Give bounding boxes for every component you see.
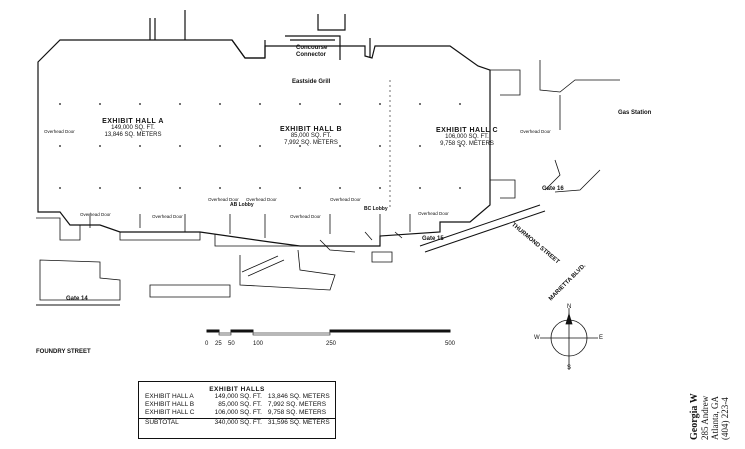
address-block: Georgia W 285 Andrew Atlanta, GA (404) 2… bbox=[689, 393, 730, 440]
gate-15-label: Gate 15 bbox=[422, 236, 444, 242]
lower-wall bbox=[36, 214, 411, 253]
table-row: EXHIBIT HALL C 106,000 SQ. FT. 9,758 SQ.… bbox=[145, 409, 327, 416]
bc-lobby-label: BC Lobby bbox=[364, 206, 388, 212]
eastside-grill-label: Eastside Grill bbox=[292, 79, 331, 85]
overhead-door-label: Overhead Door bbox=[330, 197, 361, 202]
table-row: EXHIBIT HALL B 85,000 SQ. FT. 7,992 SQ. … bbox=[145, 401, 327, 408]
overhead-door-label: Overhead Door bbox=[520, 129, 551, 134]
compass-south: S bbox=[567, 365, 572, 371]
scale-bar bbox=[206, 329, 451, 336]
overhead-door-label: Overhead Door bbox=[152, 214, 183, 219]
overhead-door-label: Overhead Door bbox=[80, 212, 111, 217]
scale-tick: 250 bbox=[326, 341, 337, 347]
gas-station-label: Gas Station bbox=[618, 110, 652, 116]
table-row: EXHIBIT HALL A 149,000 SQ. FT. 13,846 SQ… bbox=[145, 393, 330, 400]
gate-14-label: Gate 14 bbox=[66, 296, 88, 302]
concourse-connector bbox=[264, 35, 371, 60]
overhead-door-label: Overhead Door bbox=[418, 211, 449, 216]
overhead-door-label: Overhead Door bbox=[246, 197, 277, 202]
overhead-door-label: Overhead Door bbox=[44, 129, 75, 134]
overhead-door-label: Overhead Door bbox=[290, 214, 321, 219]
compass-north: N bbox=[567, 304, 572, 310]
column-grid bbox=[59, 103, 461, 189]
table-subtotal-row: SUBTOTAL 340,000 SQ. FT. 31,596 SQ. METE… bbox=[139, 418, 335, 427]
scale-tick: 25 bbox=[215, 341, 222, 347]
overhead-door-label: Overhead Door bbox=[208, 197, 239, 202]
gate-16-label: Gate 16 bbox=[542, 186, 564, 192]
scale-tick: 50 bbox=[228, 341, 235, 347]
scale-tick: 100 bbox=[253, 341, 264, 347]
hall-c-label: EXHIBIT HALL C 106,000 SQ. FT. 9,758 SQ.… bbox=[435, 127, 499, 147]
scale-tick: 0 bbox=[205, 341, 209, 347]
hall-a-label: EXHIBIT HALL A 149,000 SQ. FT. 13,846 SQ… bbox=[102, 118, 164, 138]
concourse-label: Concourse bbox=[296, 45, 328, 51]
exhibit-halls-table: EXHIBIT HALLS EXHIBIT HALL A 149,000 SQ.… bbox=[138, 381, 336, 439]
ab-lobby-label: AB Lobby bbox=[230, 202, 254, 208]
scale-tick: 500 bbox=[445, 341, 456, 347]
hall-b-label: EXHIBIT HALL B 85,000 SQ. FT. 7,992 SQ. … bbox=[279, 126, 343, 146]
connector-label: Connector bbox=[296, 52, 326, 58]
compass-east: E bbox=[599, 335, 604, 341]
table-title: EXHIBIT HALLS bbox=[209, 386, 265, 393]
foundry-street-label: FOUNDRY STREET bbox=[36, 349, 91, 355]
compass-west: W bbox=[534, 335, 540, 341]
compass-rose bbox=[540, 308, 598, 370]
street-gate16 bbox=[419, 204, 546, 253]
